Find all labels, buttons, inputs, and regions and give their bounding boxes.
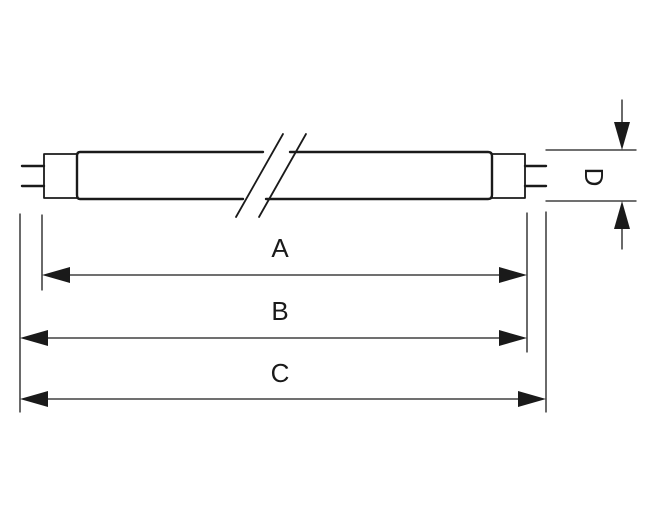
break-line-2 <box>258 133 307 218</box>
left-end-cap <box>43 153 78 199</box>
dimension-d-arrow-top <box>614 122 630 150</box>
dimension-a-arrow-right <box>499 267 527 283</box>
break-line-1 <box>235 133 284 218</box>
dimension-a-label: A <box>271 233 289 263</box>
dimension-d: D <box>579 99 630 250</box>
dimension-c: C <box>20 358 546 407</box>
dimension-c-arrow-right <box>518 391 546 407</box>
dimension-a-arrow-left <box>42 267 70 283</box>
dimension-c-arrow-left <box>20 391 48 407</box>
dimension-d-label: D <box>579 168 609 187</box>
right-end-cap <box>491 153 526 199</box>
extension-lines <box>19 149 637 413</box>
dimension-c-label: C <box>271 358 290 388</box>
dimension-b-arrow-left <box>20 330 48 346</box>
dimension-d-arrow-bottom <box>614 201 630 229</box>
dimension-a: A <box>42 233 527 283</box>
end-caps <box>43 153 526 199</box>
lamp-pins <box>20 164 548 188</box>
lamp-tube <box>75 133 494 218</box>
dimension-b-arrow-right <box>499 330 527 346</box>
tube-right-segment <box>264 150 494 201</box>
tube-left-segment <box>75 150 265 201</box>
dimension-b: B <box>20 296 527 346</box>
dimension-b-label: B <box>271 296 288 326</box>
